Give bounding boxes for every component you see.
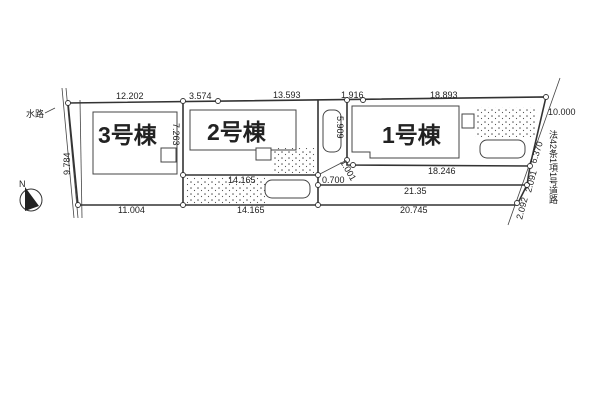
planting-area-2b [272,148,316,173]
dim-top-5: 18.893 [430,90,458,100]
dim-road-upper: 6.370 [528,140,544,165]
waterway-leader [44,107,56,114]
dim-lot1-bottom: 18.246 [428,166,456,176]
lot1-boundary [346,100,531,167]
boundary-markers [65,94,549,208]
lot3-label: 3号棟 [98,122,158,148]
lot1-label: 1号棟 [382,122,442,148]
car-icon [479,139,526,159]
car-icon [264,179,311,199]
car-icon [322,109,342,153]
house-3 [92,111,178,175]
dim-lot2-bottom: 14.165 [228,175,256,185]
planting-area-2 [185,177,265,204]
dim-corner-right: 10.000 [548,107,576,117]
dim-lot3-right: 7.263 [171,123,181,146]
north-label: N [19,179,26,189]
dim-bottom-2: 14.165 [237,205,265,215]
parking-diag [317,159,348,176]
entrance-stairs-3 [160,147,177,163]
dim-small: 0.700 [322,175,345,185]
dim-road-mid: 2.091 [523,169,538,193]
dim-top-4: 1.916 [341,90,364,100]
dim-bottom-1: 11.004 [118,205,145,215]
dim-left: 9.784 [62,152,72,175]
north-arrow-icon: N [19,179,43,212]
house-2 [189,109,297,151]
dim-top-3: 13.593 [273,90,301,100]
waterway-label: 水路 [26,108,44,119]
dim-strip: 21.35 [404,186,427,196]
entrance-stairs-1 [461,113,475,129]
lot2-label: 2号棟 [207,119,267,145]
road-label: 法42条1項1号道路 [548,129,558,205]
house-1 [351,105,460,159]
dim-parking-mid: 5.909 [335,116,345,139]
entrance-stairs-2 [255,147,272,161]
dim-bottom-3: 20.745 [400,205,428,215]
planting-area-1 [475,107,537,137]
dim-top-1: 12.202 [116,91,144,101]
dim-top-2: 3.574 [189,91,212,101]
